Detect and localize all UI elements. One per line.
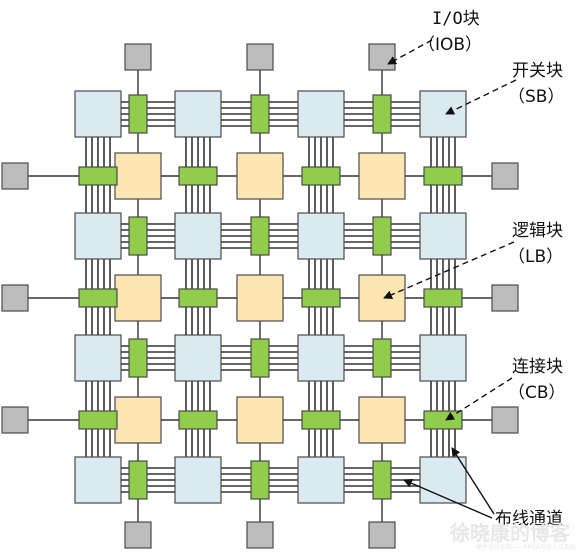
switch-block <box>297 456 345 504</box>
watermark: 徐晓康的博客 硬件设计实践——FPGA与嵌入式系统 <box>449 521 576 551</box>
logic-block <box>358 396 406 444</box>
switch-block <box>419 90 467 138</box>
switch-block <box>174 212 222 260</box>
connection-block-v <box>372 338 392 378</box>
switch-block <box>297 334 345 382</box>
switch-block <box>419 456 467 504</box>
logic-block <box>114 396 162 444</box>
iob-left <box>1 406 29 434</box>
sb-label-abbr: （SB） <box>508 87 564 107</box>
switch-block <box>174 456 222 504</box>
iob-label: I/O块 <box>432 9 480 29</box>
iob-left <box>1 162 29 190</box>
switch-block <box>297 212 345 260</box>
connection-block-v <box>128 460 148 500</box>
switch-block <box>74 212 122 260</box>
switch-block <box>419 212 467 260</box>
logic-block <box>114 274 162 322</box>
connection-block-v <box>250 94 270 134</box>
routing-callout-arrow-2 <box>403 479 493 519</box>
connection-block-v <box>250 460 270 500</box>
iob-bottom <box>246 521 274 549</box>
connection-block-v <box>128 216 148 256</box>
switch-block <box>74 456 122 504</box>
connection-block-h <box>78 410 118 430</box>
iob-callout-arrow <box>387 39 433 65</box>
sb-callout-arrow <box>445 79 517 115</box>
iob-right <box>491 162 519 190</box>
connection-block-v <box>128 94 148 134</box>
switch-block <box>419 334 467 382</box>
cb-label-abbr: （CB） <box>508 383 566 403</box>
annotations: I/O块 （IOB） 开关块 （SB） 逻辑块 （LB） 连接块 （CB） 布线… <box>383 9 566 529</box>
connection-block-h <box>301 288 341 308</box>
connection-block-v <box>128 338 148 378</box>
switch-block <box>174 90 222 138</box>
connection-block-h <box>423 288 463 308</box>
logic-block <box>236 152 284 200</box>
iob-top <box>246 43 274 71</box>
connection-block-h <box>301 410 341 430</box>
sb-label: 开关块 <box>512 61 563 81</box>
lb-callout-arrow <box>383 241 515 299</box>
iob-bottom <box>124 521 152 549</box>
iob-bottom <box>368 521 396 549</box>
lb-label-abbr: （LB） <box>508 247 563 267</box>
connection-block-h <box>301 166 341 186</box>
blocks <box>1 43 519 549</box>
cb-callout-arrow <box>445 377 513 421</box>
connection-block-h <box>178 410 218 430</box>
connection-block-h <box>178 166 218 186</box>
connection-block-v <box>250 216 270 256</box>
logic-block <box>358 152 406 200</box>
logic-block <box>236 274 284 322</box>
switch-block <box>74 90 122 138</box>
iob-top <box>368 43 396 71</box>
connection-block-h <box>78 166 118 186</box>
watermark-subtext: 硬件设计实践——FPGA与嵌入式系统 <box>476 543 576 551</box>
connection-block-h <box>423 410 463 430</box>
connection-block-v <box>372 94 392 134</box>
iob-left <box>1 284 29 312</box>
lb-label: 逻辑块 <box>512 221 563 241</box>
connection-block-h <box>423 166 463 186</box>
routing-callout-arrow-1 <box>451 447 495 515</box>
switch-block <box>174 334 222 382</box>
connection-block-v <box>372 460 392 500</box>
connection-block-v <box>372 216 392 256</box>
connection-block-h <box>78 288 118 308</box>
switch-block <box>74 334 122 382</box>
routing-channel-label: 布线通道 <box>495 509 563 529</box>
iob-top <box>124 43 152 71</box>
switch-block <box>297 90 345 138</box>
logic-block <box>236 396 284 444</box>
cb-label: 连接块 <box>512 357 563 377</box>
connection-block-h <box>178 288 218 308</box>
connection-block-v <box>250 338 270 378</box>
iob-right <box>491 406 519 434</box>
logic-block <box>358 274 406 322</box>
iob-label-abbr: （IOB） <box>418 35 482 55</box>
iob-right <box>491 284 519 312</box>
watermark-text: 徐晓康的博客 <box>449 521 571 545</box>
logic-block <box>114 152 162 200</box>
